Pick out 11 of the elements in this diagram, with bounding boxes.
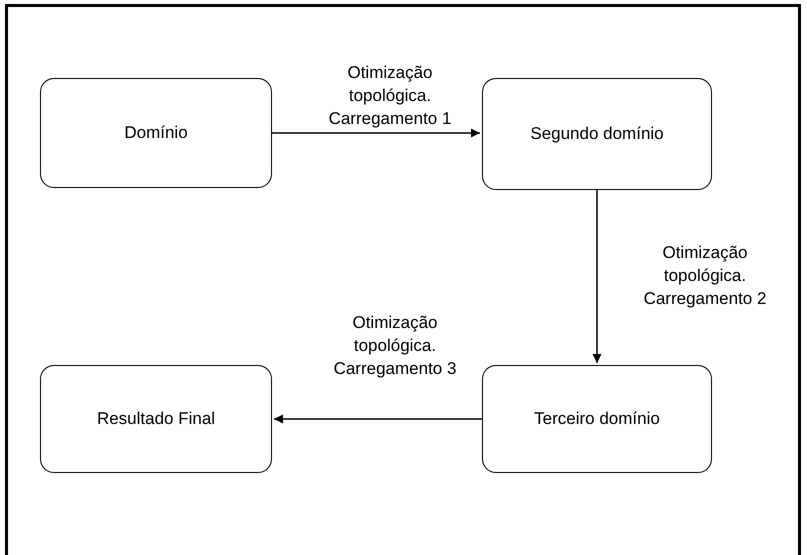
process-box: [40, 365, 272, 473]
node-label: Terceiro domínio: [534, 409, 660, 429]
process-box: [482, 365, 712, 473]
node-label: Domínio: [124, 123, 188, 143]
arrow: [272, 128, 480, 138]
process-box: [482, 78, 712, 190]
arrow: [592, 190, 602, 363]
process-box: [40, 78, 272, 188]
arrow: [274, 414, 482, 424]
node-label: Resultado Final: [96, 409, 216, 429]
node-label: Segundo domínio: [530, 124, 664, 144]
